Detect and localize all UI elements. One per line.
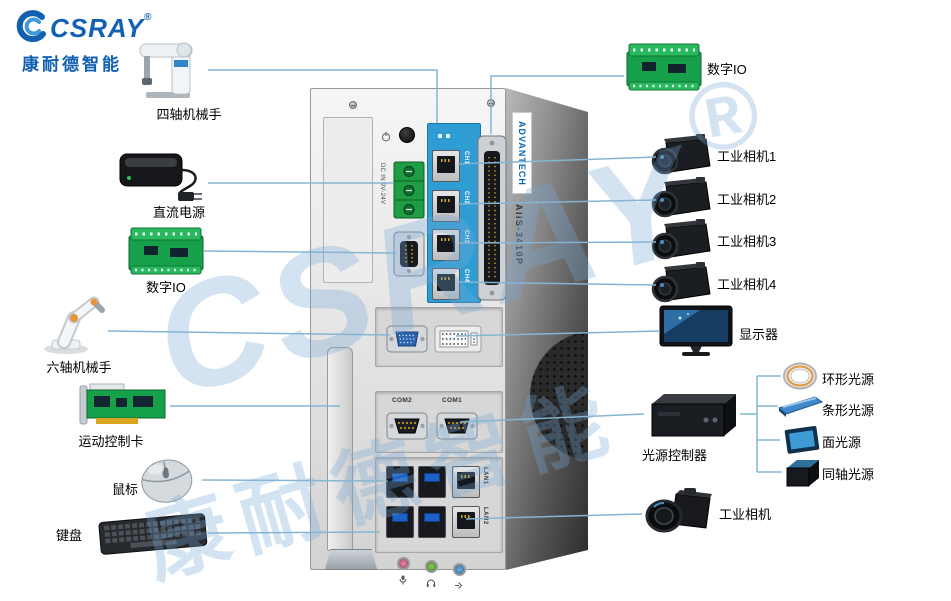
lineout-jack	[425, 560, 438, 573]
motion-card-icon	[76, 380, 170, 435]
port-label-com1: COM1	[442, 397, 462, 404]
keyboard-icon	[96, 503, 210, 567]
mouse-icon	[132, 450, 203, 515]
dc-terminal-port	[393, 161, 425, 224]
lan1-port	[452, 466, 480, 498]
six-axis-robot-label: 六轴机械手	[46, 360, 112, 375]
coaxial-light-icon	[781, 456, 821, 493]
status-led-icon	[438, 134, 442, 138]
chassis-side-panel: ADVANTECH AIIS-3410P	[506, 88, 588, 570]
com2-port	[386, 407, 428, 450]
industrial-camera-main-icon	[642, 486, 716, 547]
monitor-icon	[658, 304, 734, 363]
monitor-label: 显示器	[739, 327, 779, 342]
chassis-front-panel: DC IN 9V-24V	[310, 88, 507, 589]
digital-io-left-icon	[126, 224, 206, 283]
coaxial-light-label: 同轴光源	[822, 467, 875, 482]
status-led-icon	[446, 134, 450, 138]
headphone-icon	[426, 575, 436, 593]
port-label-lan2: LAN2	[482, 507, 488, 525]
screw-icon	[349, 101, 357, 109]
keyboard-label: 键盘	[56, 528, 83, 543]
industrial-camera3-icon	[650, 219, 714, 270]
screw-icon	[487, 99, 495, 107]
digital-io-port	[393, 231, 425, 282]
db37-port	[477, 135, 507, 306]
ring-light-label: 环形光源	[822, 372, 875, 387]
chassis-brand-label: ADVANTECH	[517, 120, 527, 186]
power-symbol-icon	[381, 129, 391, 147]
usb-port	[418, 466, 446, 498]
bar-light-label: 条形光源	[822, 403, 875, 418]
logo-brand-text: CSRAY	[50, 13, 145, 43]
logo-subtitle-text: 康耐德智能	[22, 55, 122, 74]
lan-port-ch3	[432, 229, 460, 261]
logo-registered-mark: ®	[144, 12, 152, 23]
digital-io-left-label: 数字IO	[146, 280, 186, 295]
power-button	[399, 127, 415, 143]
mouse-label: 鼠标	[112, 482, 139, 497]
lan-port-ch4	[432, 268, 460, 300]
dc-power-icon	[116, 146, 208, 207]
lan-port-ch1	[432, 150, 460, 182]
industrial-camera2-label: 工业相机2	[717, 192, 777, 207]
company-logo: CSRAY ® 康耐德智能	[12, 10, 151, 75]
light-controller-label: 光源控制器	[642, 448, 708, 463]
industrial-pc: ADVANTECH AIIS-3410P DC IN 9V-24V	[310, 86, 588, 589]
port-label-ch4: CH4	[463, 269, 469, 283]
dvi-port	[434, 319, 482, 364]
logo-swirl-icon	[12, 10, 48, 47]
linein-jack	[453, 563, 466, 576]
dc-power-label: 直流电源	[152, 205, 205, 220]
expansion-slot-cover	[327, 347, 353, 551]
industrial-camera1-label: 工业相机1	[717, 149, 777, 164]
usb-port	[386, 466, 414, 498]
vga-port	[386, 321, 428, 362]
brand-strip: ADVANTECH	[512, 112, 532, 194]
serial-port-group: COM2 COM1	[375, 391, 503, 453]
digital-io-right-label: 数字IO	[707, 62, 747, 77]
ring-light-icon	[780, 360, 820, 397]
area-light-icon	[779, 424, 823, 461]
mic-icon	[398, 572, 408, 590]
industrial-camera3-label: 工业相机3	[717, 234, 777, 249]
port-label-com2: COM2	[392, 397, 412, 404]
port-label-ch3: CH3	[463, 230, 469, 244]
lan2-port	[452, 506, 480, 538]
expansion-plate	[323, 117, 373, 283]
six-axis-robot-icon	[36, 284, 112, 361]
vent-grille	[530, 331, 588, 461]
com1-port	[436, 407, 478, 450]
four-axis-robot-icon	[126, 34, 208, 107]
industrial-camera1-icon	[650, 134, 714, 185]
industrial-camera4-icon	[650, 262, 714, 313]
chassis-model-label: AIIS-3410P	[514, 204, 524, 266]
port-label-lan1: LAN1	[482, 467, 488, 485]
four-axis-robot-label: 四轴机械手	[156, 107, 222, 122]
video-port-group	[375, 307, 503, 367]
usb-port	[418, 506, 446, 538]
industrial-camera-main-label: 工业相机	[719, 507, 772, 522]
area-light-label: 面光源	[822, 435, 862, 450]
port-label-ch1: CH1	[463, 151, 469, 165]
mic-jack	[397, 557, 410, 570]
bar-light-icon	[776, 392, 824, 425]
lineout-icon	[454, 578, 464, 596]
dc-in-label: DC IN 9V-24V	[379, 163, 385, 205]
usb-port	[386, 506, 414, 538]
chassis-foot	[325, 549, 377, 570]
poe-lan-panel: CH1 CH2 CH3 CH4	[427, 123, 481, 303]
industrial-camera4-label: 工业相机4	[717, 277, 777, 292]
digital-io-right-icon	[624, 40, 704, 99]
lan-port-ch2	[432, 190, 460, 222]
light-controller-icon	[644, 386, 740, 447]
usb-lan-group: LAN1 LAN2	[375, 457, 503, 553]
port-label-ch2: CH2	[463, 191, 469, 205]
motion-card-label: 运动控制卡	[78, 434, 144, 449]
